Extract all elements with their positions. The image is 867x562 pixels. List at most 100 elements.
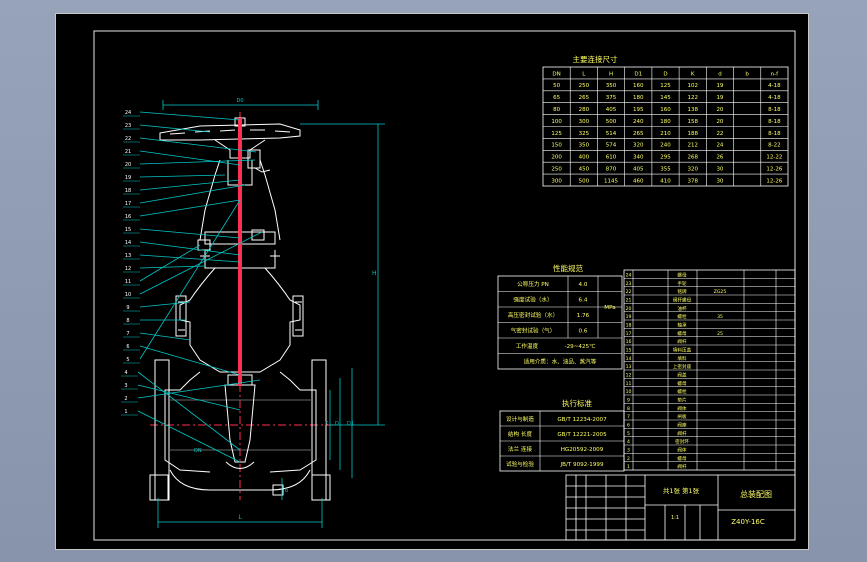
part-material: 35: [717, 314, 723, 320]
part-balloon: 7: [126, 331, 129, 337]
dim-table-cell: 610: [606, 155, 617, 161]
dim-table-cell: 280: [579, 107, 590, 113]
part-balloon: 8: [126, 318, 129, 324]
dim-table-cell: 500: [606, 119, 617, 125]
dim-table-cell: 320: [687, 167, 698, 173]
part-name: 螺栓: [677, 388, 687, 395]
dim-table-cell: 125: [660, 83, 671, 89]
handwheel: [159, 123, 301, 141]
bonnet-flange-left: [175, 295, 187, 337]
drawing-code: Z40Y-16C: [731, 518, 765, 526]
part-balloon: 21: [125, 149, 131, 155]
part-name: 螺母: [677, 330, 687, 337]
part-balloon: 18: [125, 188, 131, 194]
dim-table-cell: 30: [716, 167, 723, 173]
dim-table-cell: 870: [606, 167, 617, 173]
part-number: 20: [626, 306, 632, 312]
dim-header-cell: L: [582, 71, 586, 77]
dim-header-cell: D1: [634, 71, 642, 77]
part-number: 10: [626, 389, 632, 395]
dim-table-cell: 145: [660, 95, 671, 101]
std-value: HG20592-2009: [561, 447, 604, 453]
dim-table-cell: 405: [606, 107, 617, 113]
dim-table-cell: 180: [633, 95, 644, 101]
dim-table-cell: 12-22: [766, 155, 782, 161]
dim-dn-label: DN: [194, 448, 202, 454]
part-name: 手轮: [677, 280, 687, 287]
dim-table-cell: 125: [551, 131, 562, 137]
part-balloon: 22: [125, 136, 131, 142]
dim-table-cell: 160: [660, 107, 671, 113]
dim-table-cell: 240: [660, 143, 671, 149]
dim-table-cell: 500: [579, 178, 590, 184]
drawing-name: 总装配图: [740, 489, 772, 499]
dim-table-cell: 250: [579, 83, 590, 89]
dim-table-cell: 26: [716, 155, 723, 161]
part-number: 22: [626, 289, 632, 295]
part-number: 12: [626, 373, 632, 379]
perf-value: -29~425℃: [565, 343, 596, 350]
bore-lines: [169, 399, 312, 451]
part-number: 5: [627, 431, 630, 437]
part-name: 螺母: [677, 272, 687, 279]
dim-table-cell: 180: [660, 119, 671, 125]
part-number: 8: [627, 406, 630, 412]
dim-table-cell: 19: [716, 83, 723, 89]
grease-cup: [247, 149, 261, 169]
dim-header-cell: D: [663, 71, 667, 77]
part-name: 阀座: [677, 422, 687, 429]
dim-length-label: L: [238, 514, 242, 521]
dim-table-cell: 450: [579, 167, 590, 173]
dim-header-cell: d: [718, 71, 722, 77]
part-name: 闸板: [677, 413, 687, 420]
dim-header-cell: K: [691, 71, 695, 77]
dim-header-cell: n-f: [771, 71, 779, 77]
valve-stem: [238, 118, 242, 386]
dim-table-cell: 375: [606, 95, 617, 101]
perf-label: 工作温度: [516, 342, 539, 350]
end-flange-right: [311, 359, 327, 501]
dim-table-cell: 150: [551, 143, 562, 149]
part-number: 13: [626, 364, 632, 370]
dim-table-cell: 210: [660, 131, 671, 137]
dim-table-cell: 12-26: [766, 167, 782, 173]
dim-table-cell: 574: [606, 143, 617, 149]
std-value: GB/T 12234-2007: [557, 417, 607, 423]
sheet-label: 共1张 第1张: [663, 486, 700, 495]
std-value: JB/T 9092-1999: [559, 462, 603, 468]
part-number: 3: [627, 448, 630, 454]
part-balloon: 3: [124, 383, 127, 389]
dim-table-cell: 8-18: [768, 131, 781, 137]
part-material: 25: [717, 331, 723, 337]
oil-line: [254, 167, 271, 173]
dim-table-cell: 8-18: [768, 119, 781, 125]
dim-k-label: K: [325, 421, 329, 427]
part-name: 螺栓: [677, 313, 687, 320]
part-balloon: 2: [124, 396, 127, 402]
part-number: 14: [626, 356, 632, 362]
part-balloon: 15: [125, 227, 131, 233]
part-balloon: 4: [124, 370, 127, 376]
dim-table-cell: 188: [687, 131, 698, 137]
part-number: 16: [626, 339, 632, 345]
dim-table-cell: 268: [687, 155, 698, 161]
dim-table-cell: 300: [551, 178, 562, 184]
part-number: 1: [627, 464, 630, 470]
dim-table-cell: 12-26: [766, 178, 782, 184]
part-number: 7: [627, 414, 630, 420]
part-number: 4: [627, 439, 630, 445]
perf-value: 1.76: [577, 313, 590, 319]
part-balloon: 11: [125, 279, 131, 285]
dim-table-cell: 250: [551, 167, 562, 173]
part-balloon: 1: [124, 409, 127, 415]
part-balloon: 9: [126, 305, 129, 311]
part-name: 密封环: [675, 438, 689, 445]
part-name: 填料压盖: [673, 347, 692, 354]
dim-table-cell: 24: [716, 143, 723, 149]
dim-table-cell: 8-18: [768, 107, 781, 113]
perf-label: 公称压力 PN: [517, 280, 549, 288]
